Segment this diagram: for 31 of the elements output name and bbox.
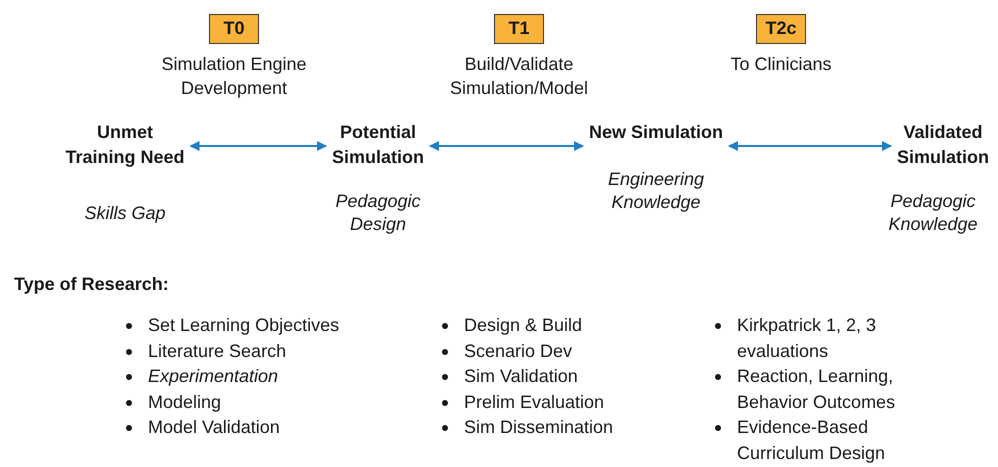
research-item: Kirkpatrick 1, 2, 3 evaluations	[737, 314, 878, 362]
stage-tag: T0	[209, 14, 259, 44]
research-item: Sim Validation	[464, 365, 579, 388]
research-item: Scenario Dev	[464, 340, 574, 362]
research-item: Evidence-Based Curriculum Design	[737, 416, 886, 465]
stage-tag: T1	[494, 14, 544, 44]
stage-description: Pedagogic Knowledge	[887, 190, 979, 236]
double-arrow	[190, 141, 327, 151]
research-item: Prelim Evaluation	[464, 390, 606, 414]
stage-heading: New Simulation	[588, 121, 724, 144]
research-item: Sim Dissemination	[464, 416, 614, 439]
research-item: Modeling	[148, 390, 222, 414]
research-item: Literature Search	[148, 340, 288, 362]
research-item: Set Learning Objectives	[148, 314, 340, 337]
double-arrow	[429, 141, 584, 151]
phase-description: Simulation Engine Development	[160, 53, 308, 100]
stage-heading: Potential Simulation	[330, 121, 425, 169]
research-item: Model Validation	[148, 416, 281, 439]
research-item: Design & Build	[464, 314, 584, 337]
research-item: Experimentation	[148, 365, 280, 388]
phase-description: To Clinicians	[729, 53, 833, 76]
stage-description: Skills Gap	[83, 202, 167, 225]
stage-description: Pedagogic Design	[334, 190, 422, 236]
phase-description: Build/Validate Simulation/Model	[448, 53, 590, 100]
stage-heading: Validated Simulation	[896, 121, 990, 169]
stage-tag: T2c	[756, 14, 806, 44]
stage-heading: Unmet Training Need	[65, 121, 185, 169]
double-arrow	[728, 141, 892, 151]
stage-description: Engineering Knowledge	[606, 168, 706, 214]
section-heading: Type of Research:	[14, 273, 169, 296]
research-item: Reaction, Learning, Behavior Outcomes	[737, 365, 896, 414]
